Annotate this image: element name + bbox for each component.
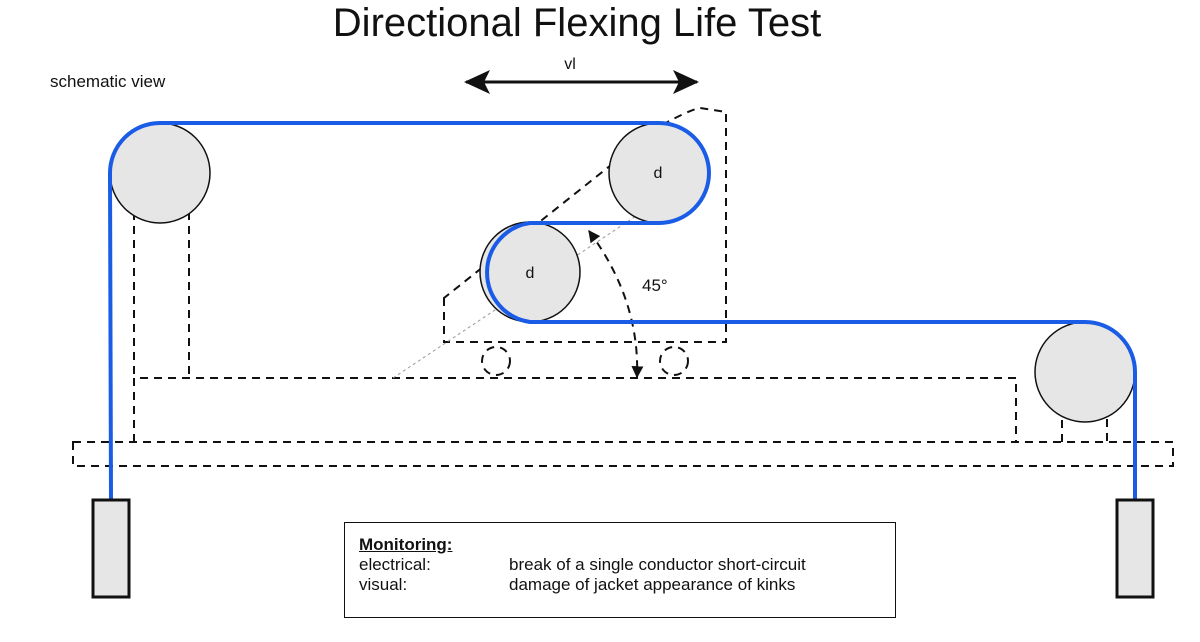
- monitoring-row-electrical: electrical: break of a single conductor …: [359, 555, 881, 575]
- carriage-roller-right: [659, 346, 689, 376]
- stroke-arrow: [464, 70, 699, 94]
- base-rail: [72, 441, 1174, 467]
- left-tension-weight: [91, 498, 131, 599]
- diagram-title: Directional Flexing Life Test: [333, 1, 821, 45]
- angle-label: 45°: [642, 276, 668, 295]
- test-cable: [108, 121, 1137, 502]
- stroke-label: vl: [564, 56, 576, 73]
- angle-arrow: [588, 230, 644, 379]
- main-frame: [133, 377, 1017, 442]
- monitoring-value: damage of jacket appearance of kinks: [509, 575, 796, 594]
- monitoring-box: Monitoring: electrical: break of a singl…: [344, 522, 896, 618]
- right-tension-weight: [1115, 498, 1155, 599]
- view-label: schematic view: [50, 72, 166, 91]
- carriage-roller-left: [481, 346, 511, 376]
- monitoring-row-visual: visual: damage of jacket appearance of k…: [359, 575, 881, 595]
- monitoring-key: electrical:: [359, 555, 431, 574]
- pulley-upper-label: d: [654, 165, 663, 182]
- monitoring-heading: Monitoring:: [359, 535, 453, 554]
- pulley-lower-label: d: [526, 265, 535, 282]
- monitoring-key: visual:: [359, 575, 408, 594]
- monitoring-value: break of a single conductor short-circui…: [509, 555, 806, 574]
